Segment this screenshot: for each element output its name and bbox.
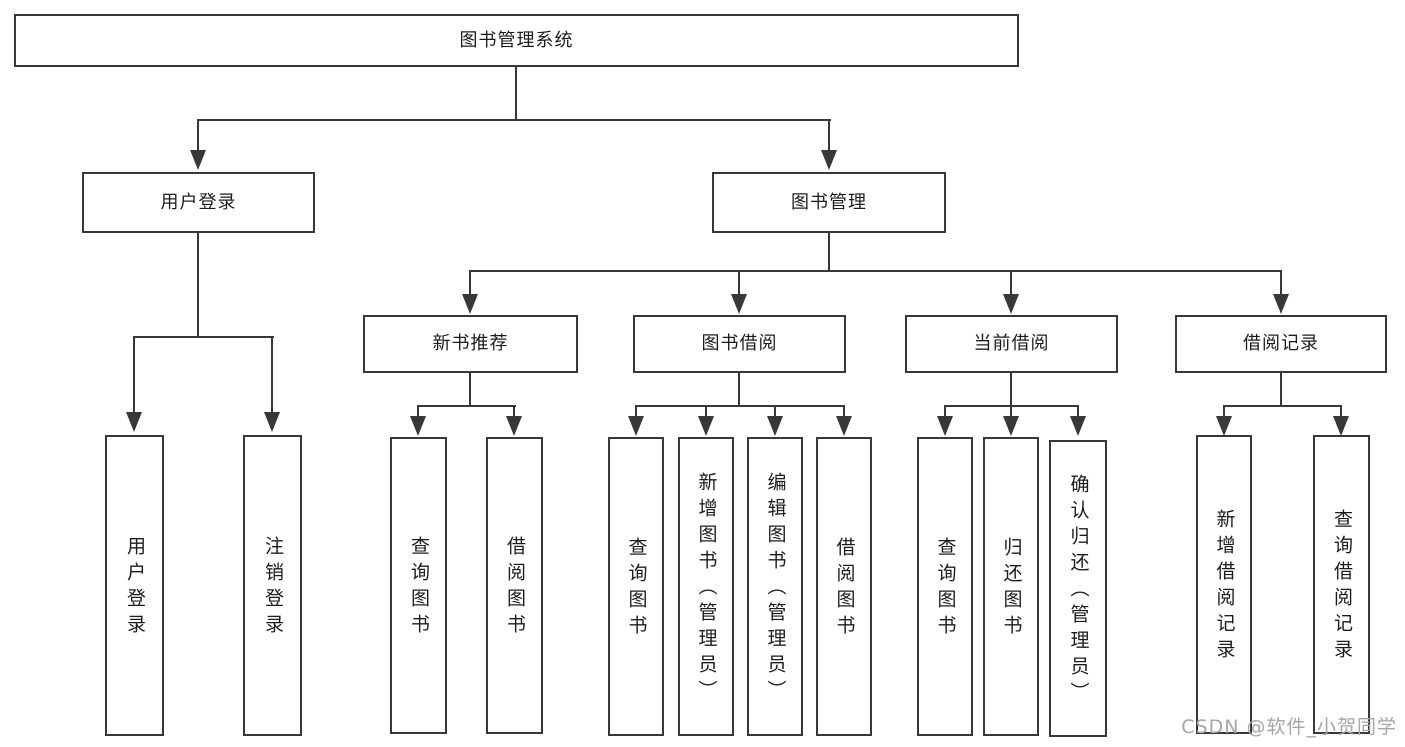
connector-line (843, 405, 845, 417)
node-new-book-recommendation: 新书推荐 (363, 315, 578, 373)
connector-line (1280, 373, 1282, 407)
arrow-down-icon (190, 150, 206, 170)
connector-line (1223, 405, 1225, 417)
node-query-books-borrowing: 查询图书 (608, 437, 664, 736)
connector-line (515, 67, 517, 120)
node-query-borrow-record: 查询借阅记录 (1313, 435, 1370, 734)
connector-line (1010, 270, 1012, 294)
arrow-down-icon (628, 416, 644, 436)
connector-line (197, 233, 199, 336)
node-query-books-recommend: 查询图书 (390, 437, 447, 734)
node-book-borrowing: 图书借阅 (633, 315, 846, 373)
connector-line (705, 405, 707, 417)
node-borrow-books-leaf: 借阅图书 (816, 437, 872, 736)
connector-line (774, 405, 776, 417)
node-edit-books-admin: 编辑图书（管理员） (747, 437, 803, 736)
arrow-down-icon (1333, 416, 1349, 436)
connector-line (417, 405, 516, 407)
node-book-management: 图书管理 (712, 172, 946, 233)
connector-line (1077, 405, 1079, 417)
arrow-down-icon (937, 416, 953, 436)
connector-line (635, 405, 637, 417)
connector-line (738, 373, 740, 407)
arrow-down-icon (731, 294, 747, 314)
connector-line (738, 270, 740, 294)
arrow-down-icon (821, 150, 837, 170)
connector-line (197, 119, 831, 121)
node-add-books-admin: 新增图书（管理员） (678, 437, 734, 736)
arrow-down-icon (264, 412, 280, 432)
arrow-down-icon (462, 294, 478, 314)
connector-line (469, 373, 471, 407)
connector-line (417, 405, 419, 417)
arrow-down-icon (1070, 416, 1086, 436)
node-user-login: 用户登录 (82, 172, 315, 233)
connector-line (513, 405, 515, 417)
arrow-down-icon (698, 416, 714, 436)
connector-line (635, 405, 845, 407)
node-current-borrowing: 当前借阅 (905, 315, 1118, 373)
connector-line (469, 270, 471, 294)
connector-line (1010, 405, 1012, 417)
connector-line (944, 405, 946, 417)
connector-line (1223, 405, 1342, 407)
connector-line (1010, 373, 1012, 407)
node-logout-leaf: 注销登录 (243, 435, 302, 736)
connector-line (828, 119, 830, 152)
arrow-down-icon (410, 416, 426, 436)
arrow-down-icon (126, 412, 142, 432)
arrow-down-icon (1003, 416, 1019, 436)
csdn-watermark: CSDN @软件_小贺同学 (1181, 716, 1397, 738)
node-return-books: 归还图书 (983, 437, 1039, 736)
connector-line (133, 336, 274, 338)
arrow-down-icon (1216, 416, 1232, 436)
node-library-management-system: 图书管理系统 (14, 14, 1019, 67)
connector-line (1280, 270, 1282, 294)
connector-line (1340, 405, 1342, 417)
arrow-down-icon (836, 416, 852, 436)
node-user-login-leaf: 用户登录 (105, 435, 164, 736)
node-add-borrow-record: 新增借阅记录 (1196, 435, 1252, 734)
arrow-down-icon (767, 416, 783, 436)
connector-line (828, 233, 830, 270)
connector-line (197, 119, 199, 152)
arrow-down-icon (506, 416, 522, 436)
arrow-down-icon (1003, 294, 1019, 314)
node-borrow-books-recommend: 借阅图书 (486, 437, 543, 734)
arrow-down-icon (1273, 294, 1289, 314)
connector-line (133, 336, 135, 412)
node-confirm-return-admin: 确认归还（管理员） (1049, 440, 1107, 737)
node-borrowing-records: 借阅记录 (1175, 315, 1387, 373)
node-query-books-current: 查询图书 (917, 437, 973, 736)
connector-line (469, 270, 1282, 272)
connector-line (271, 336, 273, 412)
